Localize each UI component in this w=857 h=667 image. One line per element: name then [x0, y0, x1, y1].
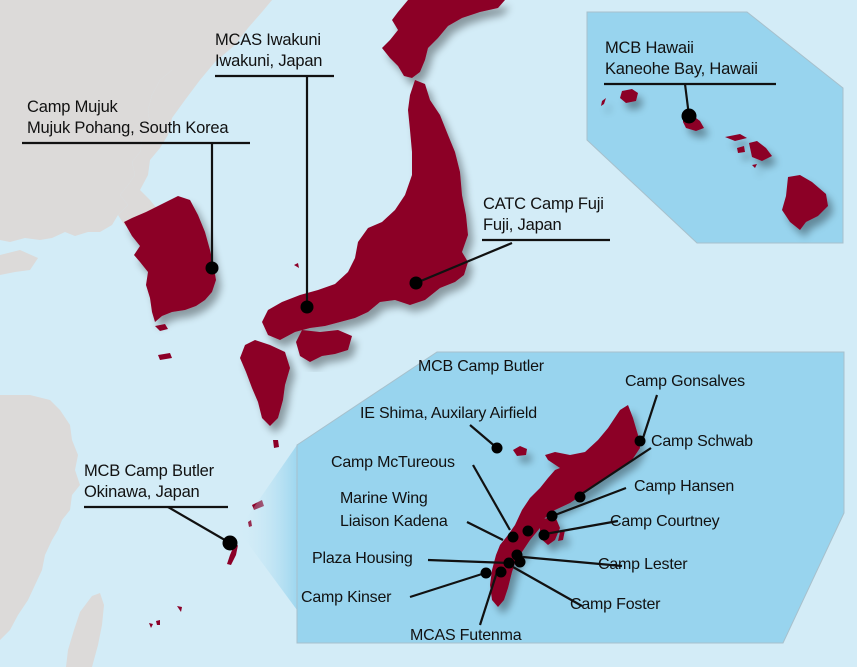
north-korea-coast [118, 0, 272, 226]
marker-camp-courtney [538, 529, 550, 541]
location-place: Okinawa, Japan [84, 483, 200, 501]
location-name: MCB Camp Butler [84, 462, 214, 480]
label-camp-mctureous: Camp McTureous [331, 454, 455, 471]
location-place: Kaneohe Bay, Hawaii [605, 60, 758, 78]
label-liaison-kadena: Liaison Kadena [340, 513, 448, 530]
sakishima-1 [177, 606, 182, 612]
marker-mcas-iwakuni [300, 300, 314, 314]
shikoku [296, 330, 352, 362]
label-camp-gonsalves: Camp Gonsalves [625, 373, 745, 390]
marker-camp-mctureous [522, 525, 534, 537]
label-camp-courtney: Camp Courtney [610, 513, 720, 530]
marker-camp-hansen [546, 510, 558, 522]
location-name: Camp Mujuk [27, 98, 118, 116]
kyushu-islet [273, 440, 279, 448]
asia-mainland [0, 0, 272, 242]
label-camp-schwab: Camp Schwab [651, 433, 753, 450]
marker-camp-gonsalves [634, 435, 646, 447]
label-mcb-camp-butler: MCB Camp Butler Okinawa, Japan [84, 461, 214, 503]
label-plaza-housing: Plaza Housing [312, 550, 413, 567]
marker-catc-camp-fuji [409, 276, 423, 290]
asia-coast-west [0, 250, 38, 275]
marker-plaza-housing [503, 557, 515, 569]
marker-ie-shima [491, 442, 503, 454]
honshu [262, 80, 468, 340]
location-place: Mujuk Pohang, South Korea [27, 119, 229, 137]
label-ie-shima: IE Shima, Auxilary Airfield [360, 405, 537, 422]
label-marine-wing: Marine Wing [340, 490, 428, 507]
label-camp-foster: Camp Foster [570, 596, 661, 613]
marker-camp-foster [514, 556, 526, 568]
marker-camp-mujuk [205, 261, 219, 275]
label-mcas-iwakuni: MCAS Iwakuni Iwakuni, Japan [215, 30, 322, 72]
label-mcb-hawaii: MCB Hawaii Kaneohe Bay, Hawaii [605, 38, 758, 80]
location-name: CATC Camp Fuji [483, 195, 604, 213]
hawaii-inset-panel [586, 11, 844, 244]
hokkaido [382, 0, 505, 78]
label-camp-hansen: Camp Hansen [634, 478, 735, 495]
kyushu [240, 340, 290, 426]
china-coast [0, 395, 80, 640]
label-mcas-futenma: MCAS Futenma [410, 627, 522, 644]
label-camp-lester: Camp Lester [598, 556, 688, 573]
marker-mcb-hawaii [681, 108, 697, 124]
label-camp-mujuk: Camp Mujuk Mujuk Pohang, South Korea [27, 97, 229, 139]
south-korea [124, 196, 216, 322]
location-name: MCAS Iwakuni [215, 31, 321, 49]
leader-lines [22, 74, 776, 626]
sakishima-3 [149, 623, 153, 628]
location-place: Fuji, Japan [483, 216, 562, 234]
marker-marine-wing-liaison-kadena [507, 531, 519, 543]
marker-camp-kinser [480, 567, 492, 579]
label-catc-camp-fuji: CATC Camp Fuji Fuji, Japan [483, 194, 604, 236]
marker-mcas-futenma [495, 566, 507, 578]
okinawa-zoom-cone [238, 445, 297, 610]
jeju [155, 324, 168, 331]
location-name: MCB Hawaii [605, 39, 694, 57]
label-camp-kinser: Camp Kinser [301, 589, 392, 606]
okinawa-main-map [227, 545, 238, 565]
hawaiian-islands [601, 89, 828, 230]
taiwan [66, 593, 104, 667]
sea-of-japan-islet [294, 263, 299, 268]
sakishima-2 [156, 620, 160, 625]
marker-mcb-camp-butler [222, 535, 238, 551]
inset-title: MCB Camp Butler [418, 358, 544, 375]
base-markers [205, 108, 697, 579]
location-place: Iwakuni, Japan [215, 52, 323, 70]
marker-camp-schwab [574, 491, 586, 503]
west-islet [158, 353, 172, 360]
